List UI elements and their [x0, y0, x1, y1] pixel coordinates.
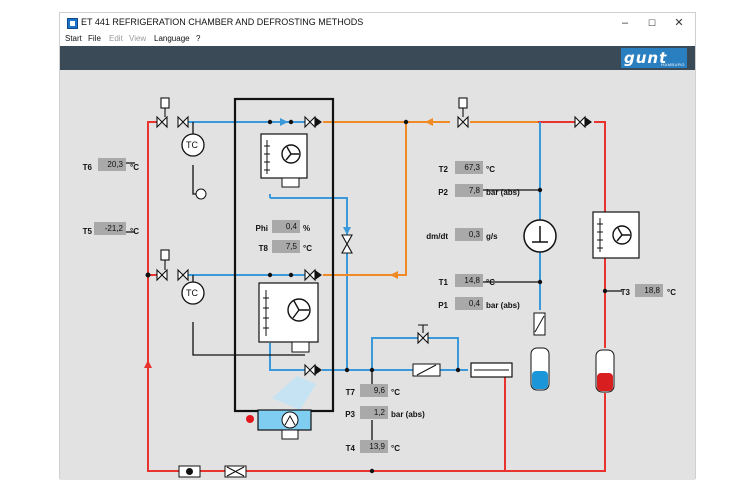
lower-filter — [224, 465, 247, 478]
unit-t7: °C — [391, 388, 400, 397]
value-p2: 7,8 — [455, 184, 483, 197]
label-phi: Phi — [255, 224, 268, 233]
compressor — [523, 219, 557, 253]
label-dmdt: dm/dt — [426, 232, 448, 241]
flow-arrow-up — [144, 360, 152, 368]
value-t1: 14,8 — [455, 274, 483, 287]
valves — [156, 97, 586, 377]
value-t5: -21,2 — [94, 222, 126, 235]
liquid-receiver — [595, 349, 615, 393]
hot-gas-lines — [323, 121, 538, 276]
value-p3: 1,2 — [360, 406, 388, 419]
menu-view[interactable]: View — [129, 34, 147, 43]
heat-exchanger — [470, 362, 513, 378]
unit-t2: °C — [486, 165, 495, 174]
hotgas-arrow-left-2 — [390, 271, 398, 279]
unit-p1: bar (abs) — [486, 301, 520, 310]
flow-arrow-down — [343, 227, 351, 235]
value-dmdt: 0,3 — [455, 228, 483, 241]
tc-controllers — [181, 122, 207, 305]
suction-receiver — [530, 312, 550, 391]
value-t2: 67,3 — [455, 161, 483, 174]
high-pressure-lines — [147, 121, 606, 472]
unit-t8: °C — [303, 244, 312, 253]
label-t6: T6 — [82, 163, 92, 172]
unit-t4: °C — [391, 444, 400, 453]
logo-subtext: HAMBURG — [661, 62, 685, 67]
value-phi: 0,4 — [272, 220, 300, 233]
unit-t6: °C — [130, 163, 139, 172]
maximize-button[interactable]: ☐ — [647, 18, 657, 28]
header-banner: gunt HAMBURG — [60, 46, 695, 70]
menu-language[interactable]: Language — [154, 34, 190, 43]
unit-dmdt: g/s — [486, 232, 498, 241]
logo-text: gunt — [624, 49, 668, 67]
value-t4: 13,9 — [360, 440, 388, 453]
label-t4: T4 — [345, 444, 355, 453]
sight-glass — [178, 465, 201, 478]
menu-bar: Start File Edit View Language ? — [60, 33, 695, 46]
minimize-button[interactable]: – — [621, 17, 629, 29]
unit-t1: °C — [486, 278, 495, 287]
value-t7: 9,6 — [360, 384, 388, 397]
window-title: ET 441 REFRIGERATION CHAMBER AND DEFROST… — [81, 17, 364, 27]
unit-phi: % — [303, 224, 311, 233]
unit-p3: bar (abs) — [391, 410, 425, 419]
menu-help[interactable]: ? — [196, 34, 201, 43]
junction-dots — [145, 119, 608, 474]
app-window: ET 441 REFRIGERATION CHAMBER AND DEFROST… — [59, 12, 696, 480]
filter-drier — [412, 363, 441, 377]
value-t6: 20,3 — [98, 158, 126, 171]
label-t2: T2 — [438, 165, 448, 174]
label-t1: T1 — [438, 278, 448, 287]
title-bar: ET 441 REFRIGERATION CHAMBER AND DEFROST… — [60, 13, 695, 33]
check-valves — [315, 117, 592, 375]
unit-t5: °C — [130, 227, 139, 236]
label-p2: P2 — [438, 188, 448, 197]
tc-label-lower: TC — [186, 288, 198, 298]
upper-evaporator — [260, 133, 308, 188]
condenser — [592, 211, 640, 259]
lower-evaporator — [258, 282, 319, 353]
menu-start[interactable]: Start — [65, 34, 82, 43]
label-t7: T7 — [345, 388, 355, 397]
label-t3: T3 — [620, 288, 630, 297]
value-t3: 18,8 — [635, 284, 663, 297]
value-t8: 7,5 — [272, 240, 300, 253]
close-button[interactable]: ✕ — [674, 17, 684, 29]
value-p1: 0,4 — [455, 297, 483, 310]
app-icon — [67, 18, 78, 29]
tc-label-upper: TC — [186, 140, 198, 150]
schematic-svg — [98, 97, 640, 478]
unit-t3: °C — [667, 288, 676, 297]
label-t8: T8 — [258, 244, 268, 253]
unit-p2: bar (abs) — [486, 188, 520, 197]
menu-file[interactable]: File — [88, 34, 101, 43]
label-p1: P1 — [438, 301, 448, 310]
menu-edit[interactable]: Edit — [109, 34, 123, 43]
hotgas-arrow-left — [425, 118, 433, 126]
process-diagram: TC TC T6 20,3 °C T5 -21,2 °C Phi 0,4 % T… — [60, 70, 695, 480]
label-t5: T5 — [82, 227, 92, 236]
gunt-logo: gunt HAMBURG — [621, 48, 687, 68]
flow-arrow-right — [280, 118, 288, 126]
defrost-tray — [246, 376, 316, 440]
label-p3: P3 — [345, 410, 355, 419]
